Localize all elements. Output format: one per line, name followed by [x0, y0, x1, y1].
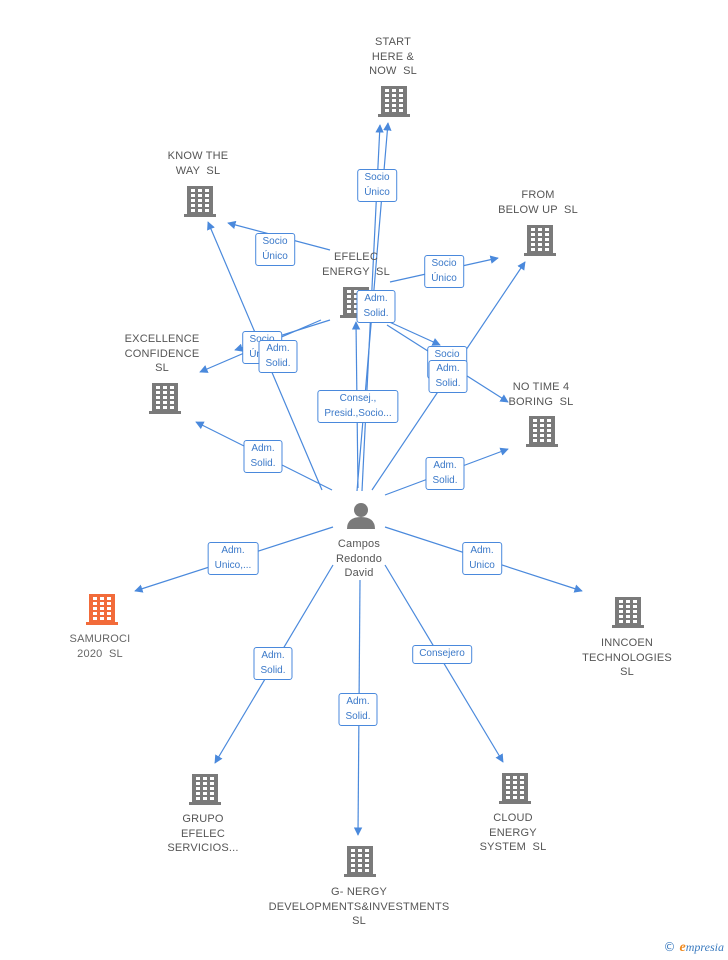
- node-label-efelec-energy[interactable]: EFELEC ENERGY SL: [322, 251, 390, 278]
- brand-initial: e: [679, 940, 686, 955]
- edge-line: [384, 319, 441, 346]
- edge-role-label: Adm. Unico: [462, 542, 502, 575]
- brand-name: mpresia: [685, 940, 724, 954]
- edge-role-label: Adm. Solid.: [243, 440, 283, 473]
- copyright-symbol: ©: [663, 940, 676, 954]
- person-icon[interactable]: [347, 503, 375, 529]
- node-label-excellence-confidence[interactable]: EXCELLENCE CONFIDENCE SL: [124, 333, 200, 374]
- edge-role-label: Adm. Solid.: [338, 693, 378, 726]
- edge-role-label: Adm. Solid.: [425, 457, 465, 490]
- building-icon[interactable]: [86, 594, 118, 625]
- edge-role-label: Socio Único: [357, 169, 397, 202]
- building-icon[interactable]: [524, 225, 556, 256]
- edge-role-label: Socio Único: [424, 255, 464, 288]
- edge-role-label: Socio Único: [255, 233, 295, 266]
- node-label-no-time-4-boring[interactable]: NO TIME 4 BORING SL: [508, 381, 574, 408]
- node-label-from-below-up[interactable]: FROM BELOW UP SL: [498, 189, 578, 216]
- building-icon[interactable]: [526, 416, 558, 447]
- edge-role-label: Adm. Solid.: [253, 647, 293, 680]
- edge-role-label: Consejero: [412, 645, 472, 664]
- edge-role-label: Adm. Solid.: [258, 340, 298, 373]
- building-icon[interactable]: [344, 846, 376, 877]
- node-label-cloud-energy[interactable]: CLOUD ENERGY SYSTEM SL: [479, 812, 547, 853]
- node-label-samuroci-2020[interactable]: SAMUROCI 2020 SL: [69, 633, 131, 660]
- person-name-label[interactable]: Campos Redondo David: [335, 538, 383, 579]
- node-label-grupo-efelec[interactable]: GRUPO EFELEC SERVICIOS...: [167, 813, 239, 854]
- edge-role-label: Consej., Presid.,Socio...: [317, 390, 399, 423]
- empresia-logo: ©empresia: [664, 940, 724, 956]
- node-label-know-the-way[interactable]: KNOW THE WAY SL: [167, 150, 229, 177]
- building-icon[interactable]: [612, 597, 644, 628]
- building-icon[interactable]: [189, 774, 221, 805]
- edge-line: [384, 564, 504, 763]
- edge-role-label: Adm. Solid.: [356, 290, 396, 323]
- building-icon[interactable]: [378, 86, 410, 117]
- node-label-start-here-now[interactable]: START HERE & NOW SL: [369, 36, 417, 77]
- edge-role-label: Adm. Solid.: [428, 360, 468, 393]
- edge-role-label: Adm. Unico,...: [207, 542, 259, 575]
- node-label-g-nergy[interactable]: G- NERGY DEVELOPMENTS&INVESTMENTS SL: [268, 886, 450, 927]
- building-icon[interactable]: [184, 186, 216, 217]
- node-label-inncoen-technologies[interactable]: INNCOEN TECHNOLOGIES SL: [582, 637, 672, 678]
- building-icon[interactable]: [149, 383, 181, 414]
- building-icon[interactable]: [499, 773, 531, 804]
